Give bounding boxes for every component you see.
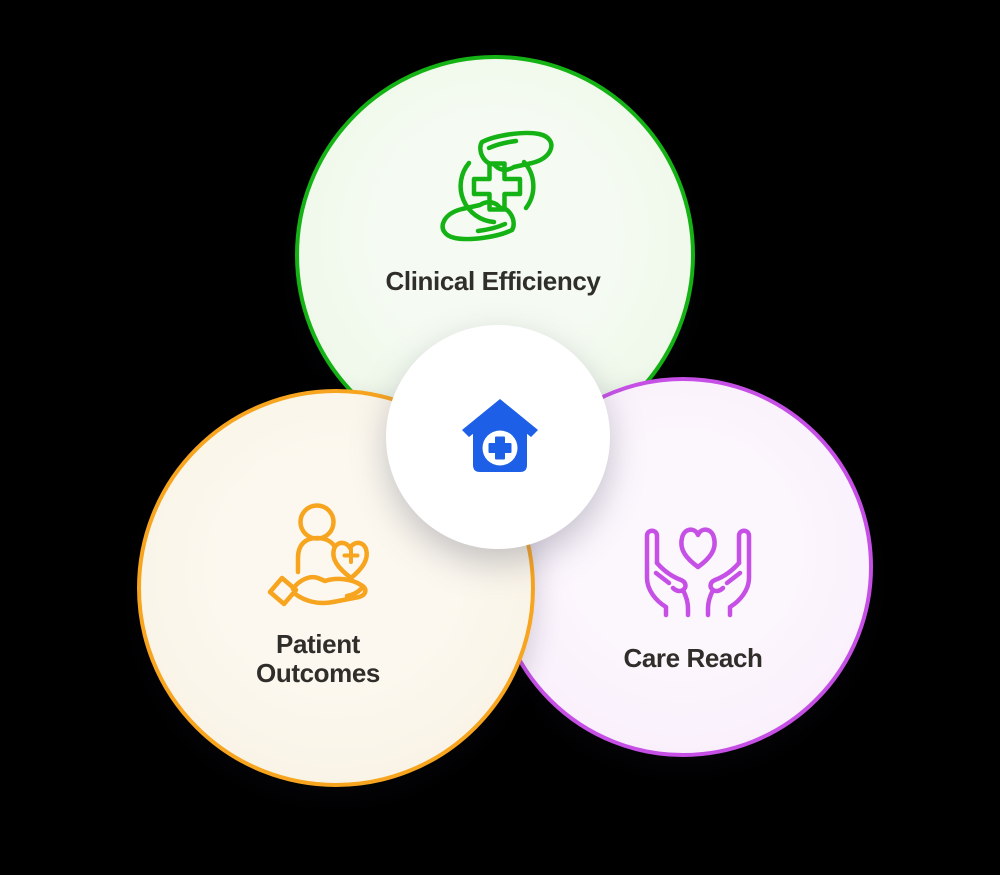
patient-outcomes-label: Patient Outcomes xyxy=(256,629,380,688)
medical-home-icon xyxy=(462,399,538,472)
hands-holding-heart-icon xyxy=(644,527,754,618)
hand-holding-patient-heart-icon xyxy=(267,503,369,607)
center-hub xyxy=(386,325,610,549)
hands-around-medical-cross-icon xyxy=(436,130,554,242)
clinical-efficiency-label: Clinical Efficiency xyxy=(385,266,601,296)
care-reach-label: Care Reach xyxy=(623,643,763,673)
